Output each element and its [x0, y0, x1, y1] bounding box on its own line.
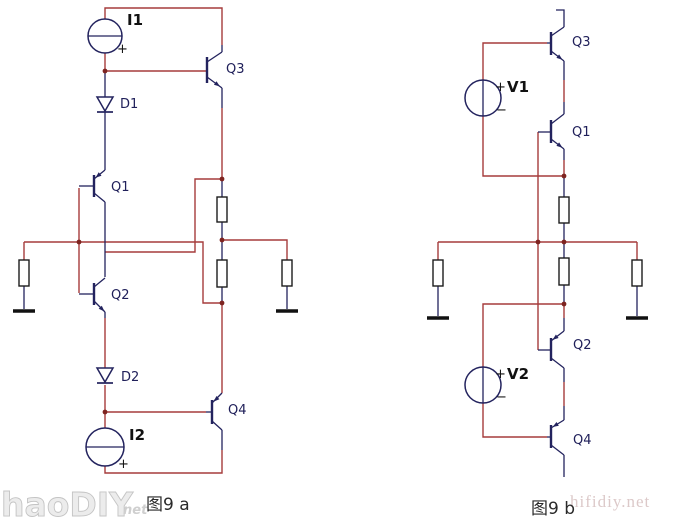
label-D2: D2 — [121, 370, 139, 385]
watermark-haodiy-suffix: net — [123, 503, 148, 518]
diode-D2 — [95, 367, 115, 384]
label-Q1b: Q1 — [572, 125, 591, 140]
current-source-I1 — [87, 18, 123, 54]
resistor-b-upper — [558, 196, 570, 224]
label-V1: V1 — [507, 78, 529, 96]
voltage-source-V1 — [464, 79, 502, 117]
resistor-a-right — [281, 259, 293, 287]
caption-figure-b: 图9 b — [531, 499, 575, 519]
label-Q2a: Q2 — [111, 288, 130, 303]
caption-figure-a: 图9 a — [146, 495, 190, 515]
resistor-b-left — [432, 259, 444, 287]
plus-mark-V1: + — [495, 80, 506, 95]
transistor-Q4b-pnp — [549, 419, 565, 456]
minus-mark-V2: − — [496, 390, 507, 405]
label-Q4a: Q4 — [228, 403, 247, 418]
junction-dots-a — [76, 68, 225, 415]
resistor-a-left — [18, 259, 30, 287]
transistor-Q2b-pnp — [549, 330, 565, 369]
plus-mark-V2: + — [495, 367, 506, 382]
label-I2: I2 — [129, 426, 145, 444]
label-D1: D1 — [120, 97, 138, 112]
plus-mark-I2: + — [118, 457, 129, 472]
resistor-b-lower — [558, 257, 570, 286]
current-source-I2 — [85, 427, 125, 467]
label-I1: I1 — [127, 11, 143, 29]
watermark-haodiy-logo: haoDIY — [1, 485, 134, 524]
label-V2: V2 — [507, 365, 529, 383]
resistor-a-upper — [216, 196, 228, 223]
minus-mark-V1: − — [496, 103, 507, 118]
transistor-Q1b-npn — [549, 113, 565, 150]
voltage-source-V2 — [464, 366, 502, 404]
label-Q1a: Q1 — [111, 180, 130, 195]
transistor-Q3b-npn — [549, 26, 565, 62]
resistor-a-lower — [216, 259, 228, 288]
diode-D1 — [95, 96, 115, 113]
junction-dots-b — [535, 173, 567, 307]
label-Q2b: Q2 — [573, 338, 592, 353]
label-Q3a: Q3 — [226, 62, 245, 77]
figure-a-wires — [23, 7, 288, 474]
transistor-Q2-npn — [92, 277, 106, 313]
captions-and-watermarks: haoDIY net 图9 a hifidiy.net 图9 b — [1, 485, 650, 525]
figure-b-leads — [437, 9, 638, 477]
transistor-Q3-npn — [205, 51, 223, 89]
transistor-Q1-pnp — [92, 169, 106, 203]
figure-b: Q3 Q1 + V1 − Q2 + V2 − Q4 — [427, 9, 648, 477]
resistor-b-right — [631, 259, 643, 287]
figure-a-leads — [23, 45, 288, 450]
label-Q4b: Q4 — [573, 433, 592, 448]
label-Q3b: Q3 — [572, 35, 591, 50]
figure-a: I1 + D1 Q1 Q2 D2 I2 + Q3 Q4 — [13, 7, 298, 474]
watermark-hifidiy: hifidiy.net — [570, 492, 650, 511]
plus-mark-I1: + — [117, 42, 128, 57]
transistor-Q4-pnp — [210, 392, 223, 431]
